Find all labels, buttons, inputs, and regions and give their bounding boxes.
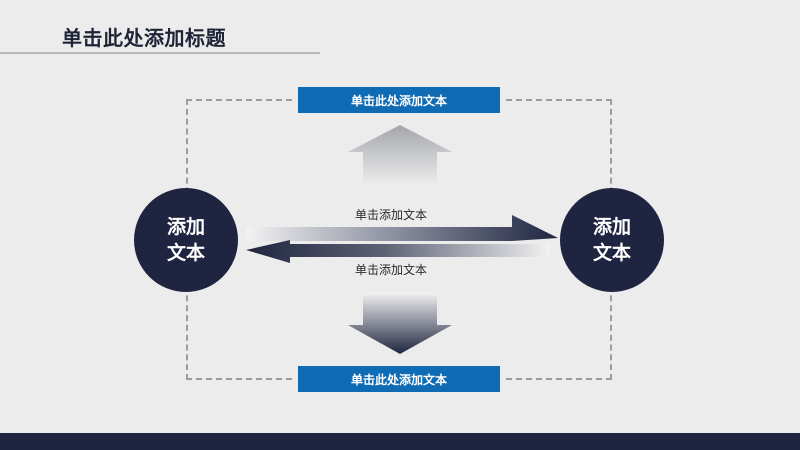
left-arrow (246, 240, 550, 263)
up-arrow (348, 125, 452, 188)
circle-node-left[interactable]: 添加 文本 (134, 188, 238, 292)
title-underline (0, 52, 320, 54)
circle-right-line1: 添加 (592, 216, 631, 238)
circle-left-line1: 添加 (166, 216, 205, 238)
label-box-bottom[interactable]: 单击此处添加文本 (296, 364, 502, 394)
down-arrow (348, 293, 452, 354)
circle-node-right[interactable]: 添加 文本 (560, 188, 664, 292)
circle-right-line2: 文本 (592, 242, 631, 264)
arrow-left-caption: 单击添加文本 (355, 263, 428, 277)
label-box-top[interactable]: 单击此处添加文本 (296, 85, 502, 115)
slide-title: 单击此处添加标题 (62, 26, 226, 50)
right-arrow (246, 215, 558, 241)
circle-left-line2: 文本 (166, 242, 205, 264)
footer-bar (0, 433, 800, 450)
arrow-right-caption: 单击添加文本 (355, 208, 428, 222)
